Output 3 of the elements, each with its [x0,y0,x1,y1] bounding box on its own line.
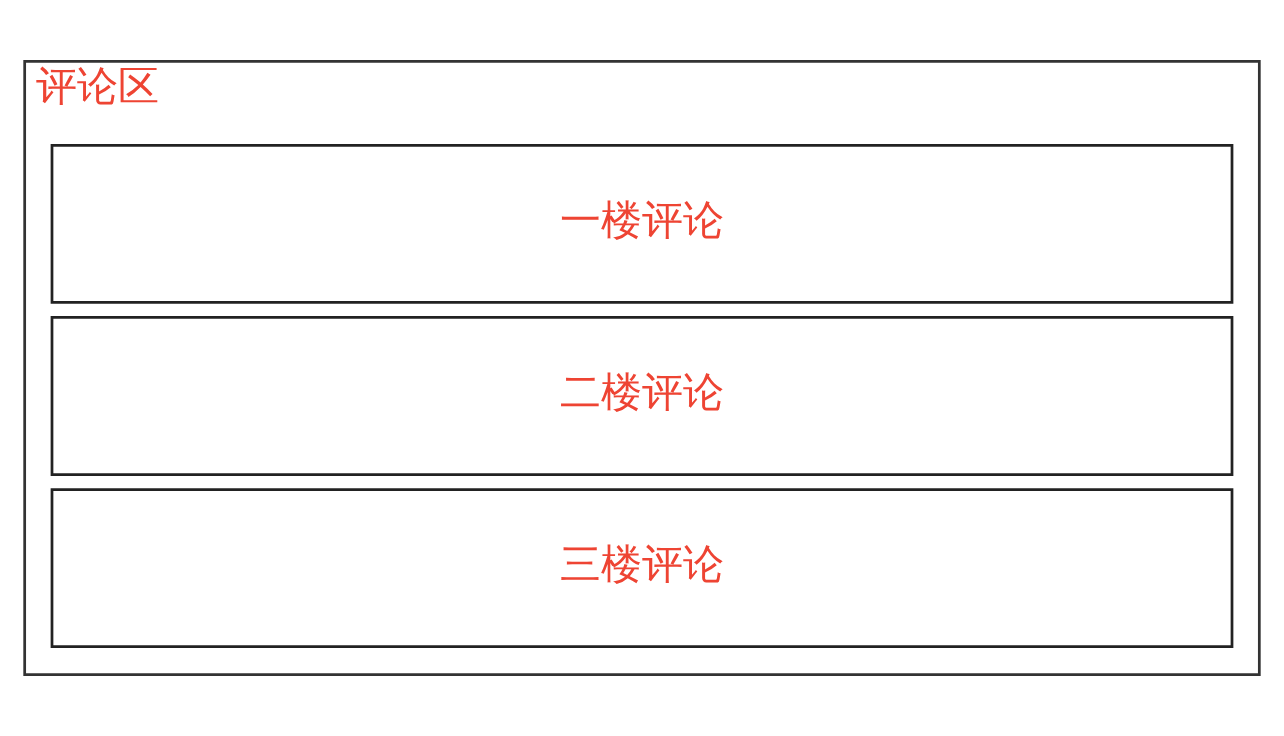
node-box: 二楼评论 [50,316,1234,476]
node-box: 三楼评论 [50,488,1234,648]
node-box: 一楼评论 [50,144,1234,304]
